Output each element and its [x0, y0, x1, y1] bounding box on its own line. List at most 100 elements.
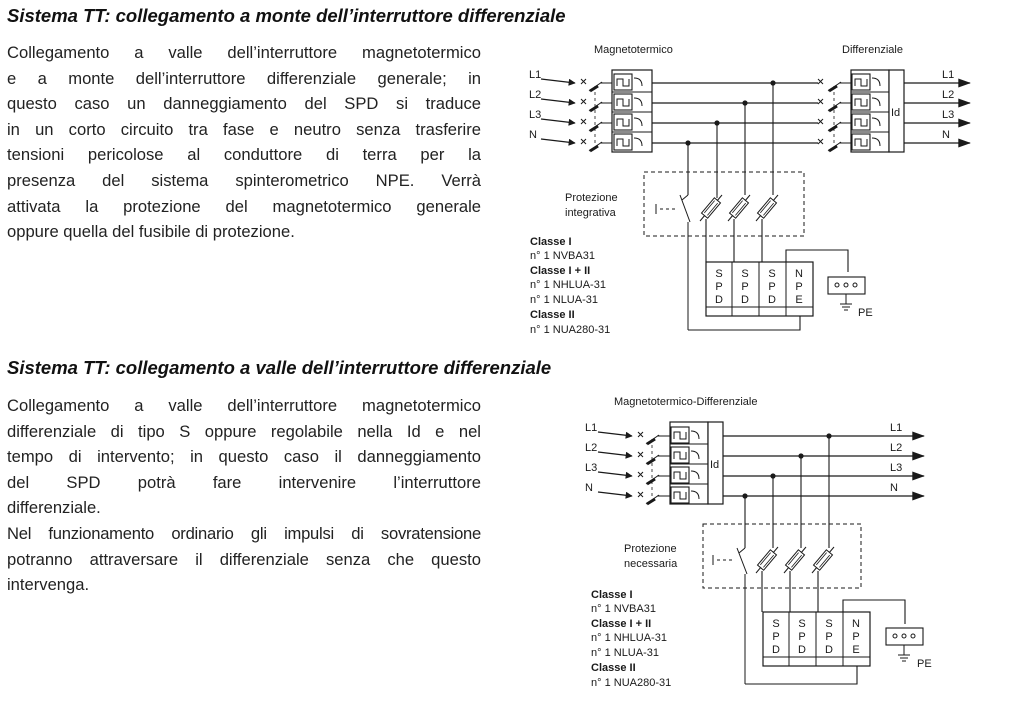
input-label-l1: L1	[529, 69, 541, 81]
fuses-1	[699, 194, 779, 222]
output-arrows-1	[904, 78, 971, 148]
svg-text:P: P	[795, 281, 802, 293]
magnetotermico-breaker	[600, 69, 653, 153]
classes-list-1: Classe I n° 1 NVBA31 Classe I + II n° 1 …	[530, 236, 610, 336]
svg-text:P: P	[715, 281, 722, 293]
paragraph-line: oppure quella del fusibile di protezione…	[7, 222, 295, 242]
differenziale-breaker	[839, 69, 905, 153]
paragraph-line: questo caso un danneggiamento del SPD si…	[7, 94, 481, 114]
svg-text:D: D	[715, 294, 723, 306]
paragraph-line: e a monte dell’interruttore differenzial…	[7, 68, 481, 88]
svg-text:S: S	[825, 618, 832, 630]
classes-list-2: Classe I n° 1 NVBA31 Classe I + II n° 1 …	[591, 589, 671, 689]
paragraph-line: Collegamento a valle dell’interruttore m…	[7, 396, 481, 415]
svg-text:P: P	[852, 631, 859, 643]
protection-box-1	[643, 171, 805, 237]
svg-text:N: N	[795, 268, 803, 280]
protection-label-1a: Protezione	[565, 192, 618, 204]
protection-switch-2	[712, 547, 748, 684]
paragraph-line: tempo di intervento; in questo caso il d…	[7, 447, 481, 467]
svg-text:D: D	[768, 294, 776, 306]
word: fare	[212, 472, 242, 492]
class-item: n° 1 NVBA31	[530, 250, 595, 262]
class-title: Classe I	[591, 589, 633, 601]
paragraph-line: attivata la protezione del magnetotermic…	[7, 196, 481, 216]
input-label-l2: L2	[585, 442, 597, 454]
input-label-l2: L2	[529, 89, 541, 101]
differenziale-label: Differenziale	[842, 44, 903, 56]
pe-terminal-1	[827, 276, 866, 311]
id-label-2: Id	[710, 459, 719, 471]
pe-label-2: PE	[917, 658, 932, 670]
fuses-2	[755, 546, 835, 574]
class-item: n° 1 NLUA-31	[530, 294, 598, 306]
class-title: Classe I + II	[591, 618, 651, 630]
output-label-l1: L1	[890, 422, 902, 434]
word: SPD	[66, 472, 101, 492]
main-conductors-1	[652, 82, 818, 144]
section-2-paragraph: Collegamento a valle dell’interruttore m…	[7, 393, 481, 598]
pe-terminal-2	[885, 627, 924, 662]
section-2-title: Sistema TT: collegamento a valle dell’in…	[7, 357, 552, 378]
input-label-l1: L1	[585, 422, 597, 434]
paragraph-line: differenziale.	[7, 498, 101, 518]
output-arrows-2	[723, 431, 925, 501]
magnetotermico-differenziale-breaker	[657, 421, 724, 505]
protection-switch-1	[655, 194, 691, 330]
class-item: n° 1 NUA280-31	[591, 677, 671, 689]
output-label-l3: L3	[890, 462, 902, 474]
section-1-title: Sistema TT: collegamento a monte dell’in…	[7, 5, 566, 26]
paragraph-line: Nel funzionamento ordinario gli impulsi …	[7, 523, 481, 543]
magnetotermico-differenziale-label: Magnetotermico-Differenziale	[614, 396, 757, 408]
paragraph-line: differenziale di tipo S oppure regolabil…	[7, 421, 481, 441]
input-arrows-2	[597, 431, 633, 499]
class-title: Classe II	[591, 662, 636, 674]
input-arrows	[540, 78, 576, 146]
junction-dots-1	[685, 80, 776, 146]
svg-text:E: E	[795, 294, 802, 306]
id-label-1: Id	[891, 107, 900, 119]
output-label-n: N	[942, 129, 950, 141]
svg-text:D: D	[825, 644, 833, 656]
svg-text:E: E	[852, 644, 859, 656]
spd-wires-2	[745, 571, 858, 685]
svg-text:P: P	[772, 631, 779, 643]
output-label-l2: L2	[890, 442, 902, 454]
class-title: Classe II	[530, 309, 575, 321]
paragraph-line: intervenga.	[7, 575, 90, 595]
spd-feed-lines-1	[687, 83, 774, 195]
svg-text:P: P	[798, 631, 805, 643]
svg-text:S: S	[768, 268, 775, 280]
svg-text:S: S	[772, 618, 779, 630]
svg-text:S: S	[715, 268, 722, 280]
spd-module-labels-1: SPD SPD SPD NPE	[715, 268, 803, 306]
input-label-n: N	[585, 482, 593, 494]
section-1-paragraph: Collegamento a valle dell’interruttore m…	[7, 40, 481, 245]
protection-box-2	[702, 523, 862, 589]
svg-text:P: P	[768, 281, 775, 293]
output-label-l2: L2	[942, 89, 954, 101]
svg-text:D: D	[741, 294, 749, 306]
class-item: n° 1 NLUA-31	[591, 647, 659, 659]
word: potrà	[137, 472, 176, 492]
paragraph-line: potranno attraversare il differenziale s…	[7, 549, 481, 569]
class-item: n° 1 NHLUA-31	[591, 632, 667, 644]
paragraph-line: tensioni pericolose al conduttore di ter…	[7, 145, 481, 165]
switch-contacts-right	[817, 78, 842, 153]
protection-label-2b: necessaria	[624, 558, 678, 570]
svg-text:D: D	[798, 644, 806, 656]
spd-feed-lines-2	[744, 436, 830, 548]
paragraph-line: Collegamento a valle dell’interruttore m…	[7, 43, 481, 62]
svg-text:S: S	[741, 268, 748, 280]
spd-block-2	[762, 599, 906, 667]
svg-text:P: P	[741, 281, 748, 293]
protection-label-1b: integrativa	[565, 207, 617, 219]
diagram-2: Magnetotermico-Differenziale L1 L2 L3 N	[585, 396, 932, 689]
spd-block-1	[705, 249, 849, 317]
output-label-n: N	[890, 482, 898, 494]
switch-contacts-left	[580, 78, 603, 153]
junction-dots-2	[742, 433, 832, 499]
spd-module-labels-2: SPD SPD SPD NPE	[772, 618, 860, 656]
svg-text:P: P	[825, 631, 832, 643]
